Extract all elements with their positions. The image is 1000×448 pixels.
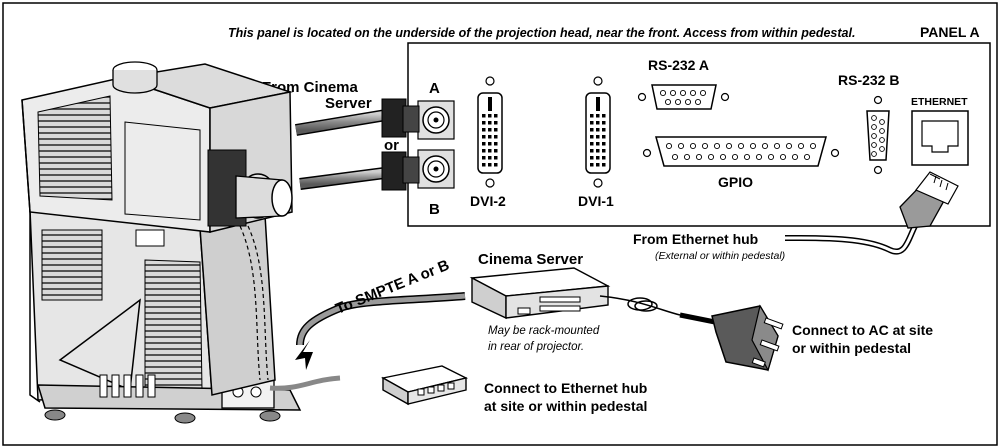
dvi-2-label: DVI-2 (470, 193, 506, 209)
bnc-connector-a (418, 101, 454, 139)
from-cinema-server-label-2: Server (325, 95, 372, 112)
dvi-2-port (478, 77, 502, 187)
dvi-1-port (586, 77, 610, 187)
connect-hub-label-2: at site or within pedestal (484, 398, 647, 414)
bnc-label-a: A (429, 80, 440, 97)
panel-title: PANEL A (920, 24, 980, 40)
ethernet-hub-note: (External or within pedestal) (655, 250, 785, 262)
from-ethernet-hub-label: From Ethernet hub (633, 231, 758, 247)
ethernet-label: ETHERNET (911, 96, 968, 108)
connect-ac-label-1: Connect to AC at site (792, 322, 933, 338)
projector (22, 62, 300, 423)
or-label: or (384, 137, 399, 154)
rack-note-2: in rear of projector. (488, 341, 584, 353)
gpio-label: GPIO (718, 174, 753, 190)
rack-note-1: May be rack-mounted (488, 325, 600, 337)
rs232-a-label: RS-232 A (648, 57, 709, 73)
bnc-label-b: B (429, 201, 440, 218)
panel-caption: This panel is located on the underside o… (228, 26, 855, 40)
ethernet-port (912, 111, 968, 165)
connect-ac-label-2: or within pedestal (792, 340, 911, 356)
gpio-port (644, 137, 839, 166)
connect-hub-label-1: Connect to Ethernet hub (484, 380, 647, 396)
dvi-1-label: DVI-1 (578, 193, 614, 209)
bnc-connector-b (418, 150, 454, 188)
cinema-server-label: Cinema Server (478, 251, 583, 268)
rs232-b-label: RS-232 B (838, 72, 899, 88)
